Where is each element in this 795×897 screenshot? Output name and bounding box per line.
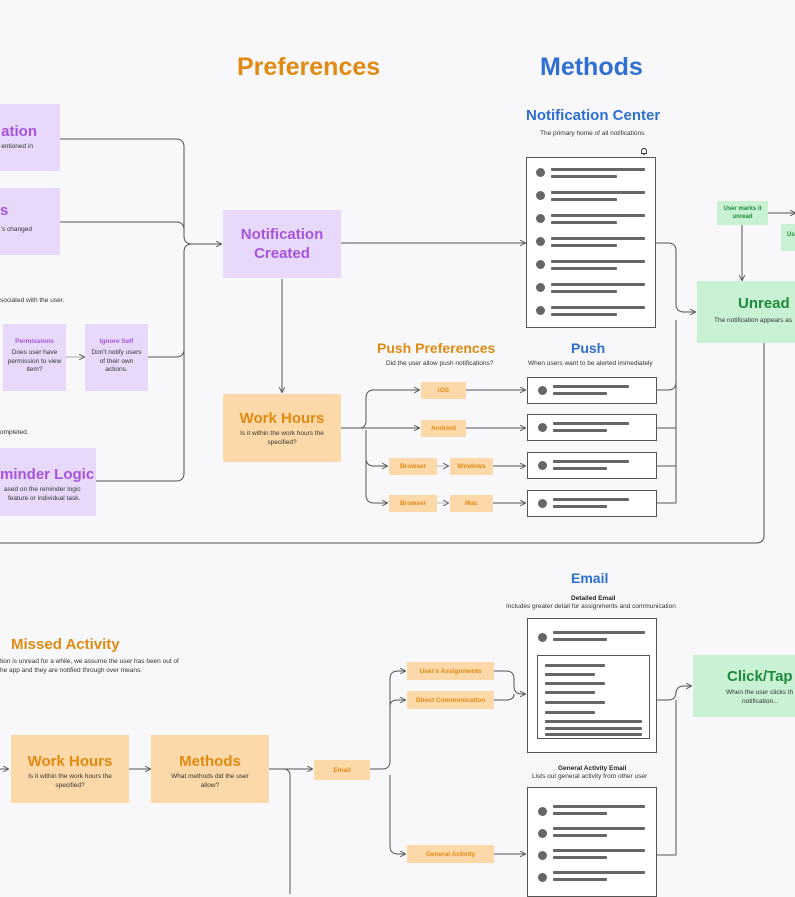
ignore-self-node[interactable]: Ignore Self Don't notify users of their …: [85, 324, 148, 391]
permissions-desc: Does user have permission to view item?: [7, 349, 62, 373]
push-card-windows: [527, 452, 657, 479]
preferences-header: Preferences: [237, 53, 381, 81]
work-hours-node[interactable]: Work Hours Is it within the work hours t…: [223, 394, 341, 462]
work-hours-bottom-node[interactable]: Work Hours Is it within the work hours t…: [11, 735, 129, 803]
us-node[interactable]: Us: [781, 224, 795, 251]
permissions-title: Permissions: [15, 338, 54, 345]
completed-note: ompleted.: [0, 429, 29, 436]
general-activity-option[interactable]: General Activity: [407, 845, 494, 863]
changed-desc: 's changed: [0, 226, 32, 233]
click-tap-desc-2: notification...: [742, 698, 779, 705]
reminder-title: minder Logic: [0, 466, 95, 483]
notification-center-panel: [526, 157, 656, 328]
work-hours-bottom-desc: Is it within the work hours the specifie…: [28, 773, 112, 789]
push-card-android: [527, 414, 657, 441]
us-label: Us: [787, 232, 795, 238]
notification-created-node[interactable]: Notification Created: [223, 210, 341, 278]
ios-option[interactable]: iOS: [421, 382, 466, 399]
work-hours-desc: Is it within the work hours the specifie…: [240, 430, 324, 446]
push-desc: When users want to be alerted immediatel…: [528, 360, 653, 367]
missed-activity-desc-1: tion is unread for a while, we assume th…: [0, 658, 179, 665]
push-card-ios: [527, 377, 657, 404]
windows-option[interactable]: Windows: [450, 458, 493, 475]
changed-node[interactable]: s 's changed: [0, 188, 60, 255]
methods-node-desc: What methods did the user allow?: [171, 773, 249, 789]
browser-option-windows[interactable]: Browser: [389, 458, 437, 475]
unread-desc: The notification appears as: [714, 317, 793, 324]
push-preferences-title: Push Preferences: [377, 340, 496, 356]
user-marks-unread-label: User marks it unread: [723, 206, 762, 220]
missed-activity-title: Missed Activity: [11, 636, 120, 653]
methods-node[interactable]: Methods What methods did the user allow?: [151, 735, 269, 803]
general-email-title: General Activity Email: [558, 765, 627, 772]
email-pill[interactable]: Email: [314, 760, 370, 780]
work-hours-bottom-title: Work Hours: [27, 753, 113, 770]
email-title: Email: [571, 570, 609, 586]
users-assignments-option[interactable]: User's Assignments: [407, 662, 494, 680]
unread-node[interactable]: Unread The notification appears as: [697, 281, 795, 343]
unread-title: Unread: [738, 295, 790, 312]
click-tap-node[interactable]: Click/Tap When the user clicks th notifi…: [693, 655, 795, 717]
mention-desc: entioned in: [1, 143, 33, 150]
general-email-panel: [527, 787, 657, 897]
reminder-desc-1: ased on the reminder logic: [4, 486, 81, 493]
methods-node-title: Methods: [179, 753, 241, 770]
click-tap-desc-1: When the user clicks th: [726, 689, 794, 696]
reminder-logic-node[interactable]: minder Logic ased on the reminder logic …: [0, 448, 96, 516]
detailed-email-desc: Includes greater detail for assignments …: [506, 603, 676, 610]
push-preferences-desc: Did the user allow push notifications?: [386, 360, 494, 367]
detailed-email-panel: [527, 618, 657, 753]
permissions-node[interactable]: Permissions Does user have permission to…: [3, 324, 66, 391]
click-tap-title: Click/Tap: [727, 668, 793, 685]
push-card-mac: [527, 490, 657, 517]
direct-communication-option[interactable]: Direct Communication: [407, 691, 494, 709]
notification-center-desc: The primary home of all notifications: [540, 130, 645, 137]
general-email-desc: Lists out general activity from other us…: [532, 773, 648, 780]
associated-note: sociated with the user.: [0, 297, 65, 304]
work-hours-title: Work Hours: [239, 410, 325, 427]
reminder-desc-2: feature or individual task.: [8, 495, 81, 502]
browser-option-mac[interactable]: Browser: [389, 495, 437, 512]
android-option[interactable]: Andriod: [421, 420, 466, 437]
push-title: Push: [571, 340, 606, 356]
notification-center-title: Notification Center: [526, 107, 661, 124]
ignore-self-title: Ignore Self: [99, 338, 134, 345]
mention-node[interactable]: ation entioned in: [0, 104, 60, 171]
bell-icon[interactable]: [640, 143, 648, 156]
ignore-self-desc: Don't notify users of their own actions.: [91, 349, 142, 373]
missed-activity-desc-2: he app and they are notified through ove…: [0, 667, 143, 674]
changed-title: s: [0, 202, 9, 219]
methods-header: Methods: [540, 53, 643, 81]
mention-title: ation: [1, 123, 37, 140]
detailed-email-title: Detailed Email: [571, 595, 616, 602]
notification-created-title: Notification Created: [240, 226, 324, 262]
mac-option[interactable]: Mac: [450, 495, 493, 512]
user-marks-unread-node[interactable]: User marks it unread: [717, 201, 768, 225]
